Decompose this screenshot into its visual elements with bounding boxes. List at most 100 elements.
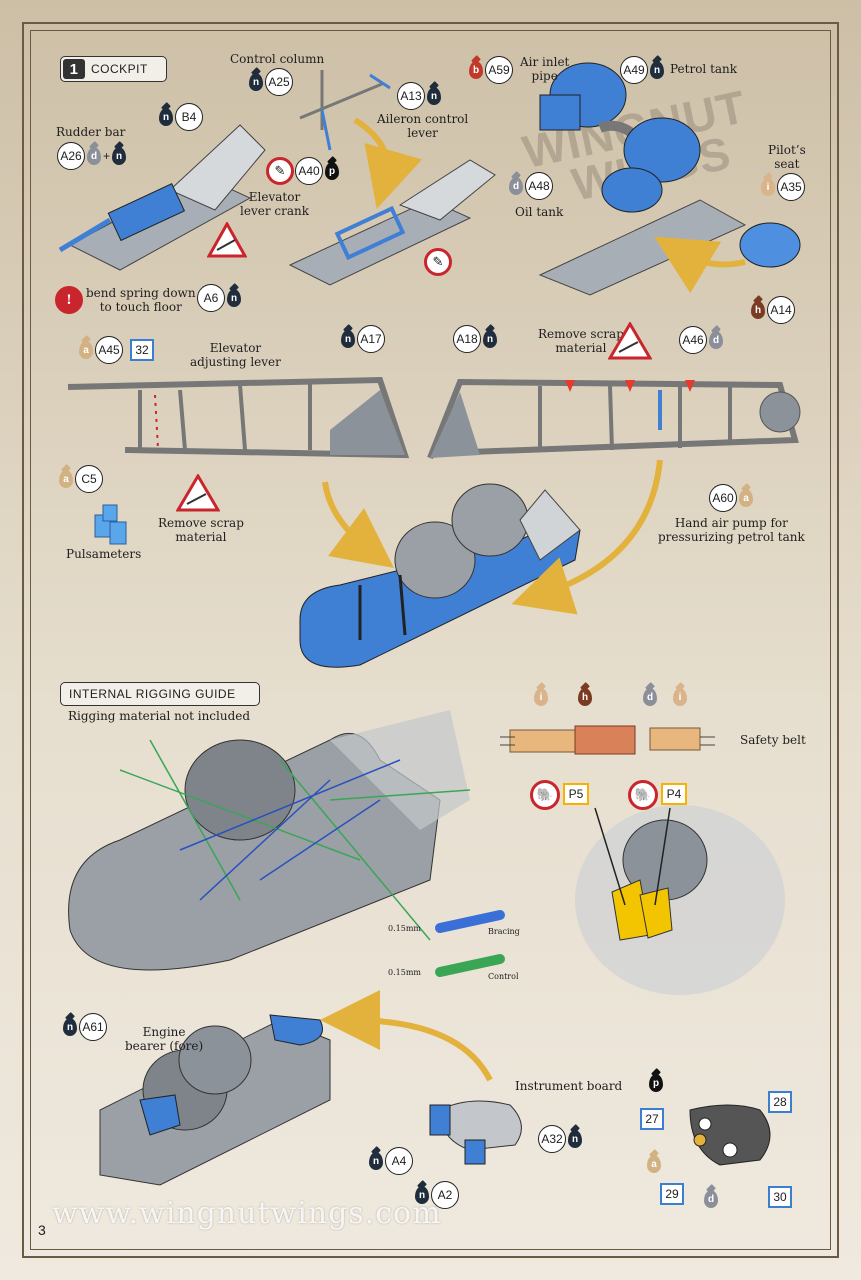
paint-drop-n: n — [415, 1186, 429, 1204]
fuselage-frame-right — [427, 378, 801, 460]
part-callout-a6: A6 n — [196, 284, 242, 312]
part-callout-a4: n A4 — [368, 1147, 414, 1175]
no-elephant-icon: 🐘 — [628, 780, 658, 810]
paint-drop-n: n — [427, 87, 441, 105]
part-callout-a35: i A35 — [760, 173, 806, 201]
decal-27: 27 — [640, 1108, 664, 1130]
part-number: A46 — [679, 326, 707, 354]
paint-drop-d: d — [509, 177, 523, 195]
plus-sign: + — [103, 149, 111, 163]
paint-drop-a: a — [59, 470, 73, 488]
part-number: A32 — [538, 1125, 566, 1153]
part-callout-a46: A46 d — [678, 326, 724, 354]
label-elevator-adjusting-lever: Elevator adjusting lever — [190, 341, 281, 369]
label-control-column: Control column — [230, 52, 325, 66]
step-number: 1 — [63, 59, 85, 79]
decal-32: 32 — [130, 339, 154, 361]
part-callout-a45: a A45 — [78, 336, 124, 364]
arrow-5 — [320, 990, 493, 1082]
paint-drop-i: i — [534, 688, 548, 706]
cockpit-floor-illustration-1 — [58, 124, 266, 271]
paint-drop-d: d — [704, 1190, 718, 1208]
arrow-3 — [322, 481, 394, 569]
part-callout-a14: h A14 — [750, 296, 796, 324]
no-elephant-icon: 🐘 — [530, 780, 560, 810]
paint-drop-n: n — [483, 330, 497, 348]
label-pulsameters: Pulsameters — [66, 547, 142, 561]
paint-drop-n: n — [369, 1152, 383, 1170]
no-glue-icon: ✎ — [424, 248, 452, 276]
decal-30: 30 — [768, 1186, 792, 1208]
step-title-text: COCKPIT — [91, 62, 148, 76]
instrument-board-decal-illustration — [689, 1104, 771, 1166]
paint-drop-n: n — [159, 108, 173, 126]
label-aileron-control-lever: Aileron control lever — [377, 112, 469, 140]
label-rudder-bar: Rudder bar — [56, 125, 126, 139]
decal-29: 29 — [660, 1183, 684, 1205]
assembled-cockpit-illustration — [299, 483, 581, 668]
page-number: 3 — [38, 1222, 46, 1238]
part-number: A4 — [385, 1147, 413, 1175]
label-air-inlet-pipe: Air inlet pipe — [520, 55, 570, 83]
paint-drop-a: a — [647, 1155, 661, 1173]
instrument-board-illustration — [429, 1100, 522, 1165]
rigging-guide-title: INTERNAL RIGGING GUIDE — [60, 682, 260, 706]
label-remove-scrap-left: Remove scrap material — [158, 516, 244, 544]
footer-url[interactable]: www.wingnutwings.com — [52, 1196, 442, 1231]
paint-drop-i: i — [761, 178, 775, 196]
part-callout-a59: b A59 — [468, 56, 514, 84]
part-callout-a61: n A61 — [62, 1013, 108, 1041]
part-callout-a25: n A25 — [248, 68, 294, 96]
label-instrument-board: Instrument board — [515, 1079, 623, 1093]
paint-drop-h: h — [578, 688, 592, 706]
part-number: A18 — [453, 325, 481, 353]
part-callout-a40: A40 p — [294, 157, 340, 185]
paint-drop-n: n — [650, 61, 664, 79]
label-safety-belt: Safety belt — [740, 733, 806, 747]
part-callout-a49: A49 n — [619, 56, 665, 84]
part-number: A48 — [525, 172, 553, 200]
part-number: A17 — [357, 325, 385, 353]
paint-drop-n: n — [568, 1130, 582, 1148]
part-number: A14 — [767, 296, 795, 324]
part-number: A2 — [431, 1181, 459, 1209]
paint-drop-i: i — [673, 688, 687, 706]
control-size: 0.15mm — [388, 968, 421, 977]
rigging-note: Rigging material not included — [68, 709, 251, 723]
part-number: A40 — [295, 157, 323, 185]
part-callout-a2: n A2 — [414, 1181, 460, 1209]
part-number: C5 — [75, 465, 103, 493]
pulsameters-illustration — [94, 504, 127, 545]
part-callout-a13: A13 n — [396, 82, 442, 110]
part-number: A45 — [95, 336, 123, 364]
label-bend-spring: bend spring down to touch floor — [86, 286, 196, 314]
paint-drop-d: d — [709, 331, 723, 349]
warning-cut-icon — [608, 322, 652, 360]
part-number: A35 — [777, 173, 805, 201]
rigging-guide-title-text: INTERNAL RIGGING GUIDE — [69, 687, 236, 701]
part-callout-c5: a C5 — [58, 465, 104, 493]
paint-drop-p: p — [649, 1074, 663, 1092]
step-title: 1 COCKPIT — [60, 56, 167, 82]
cockpit-floor-illustration-2 — [288, 159, 496, 286]
paint-drop-d: d — [643, 688, 657, 706]
safety-belt-illustration — [500, 725, 715, 755]
fuel-tank-illustration — [538, 62, 801, 296]
control-column-illustration — [299, 70, 391, 151]
paint-drop-n: n — [227, 289, 241, 307]
part-callout-a17: n A17 — [340, 325, 386, 353]
part-callout-a32: A32 n — [537, 1125, 583, 1153]
caution-icon: ! — [55, 286, 83, 314]
engine-bearer-assembly-illustration — [99, 1014, 331, 1186]
rigging-fuselage-illustration — [68, 710, 471, 971]
part-number: A13 — [397, 82, 425, 110]
fuselage-frame-left — [67, 376, 410, 459]
paint-drop-n: n — [249, 73, 263, 91]
paint-drop-a: a — [739, 489, 753, 507]
part-number: A25 — [265, 68, 293, 96]
label-remove-scrap-top: Remove scrap material — [538, 327, 624, 355]
paint-drop-a: a — [79, 341, 93, 359]
control-wire-sample — [435, 954, 505, 977]
paint-drop-n: n — [63, 1018, 77, 1036]
arrow-1 — [353, 117, 423, 209]
